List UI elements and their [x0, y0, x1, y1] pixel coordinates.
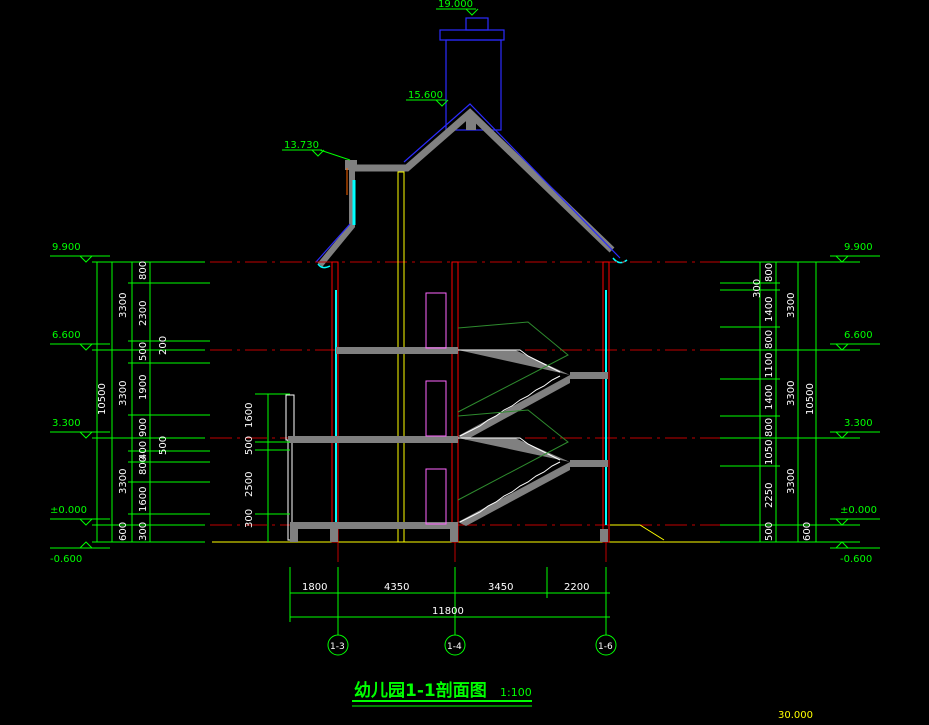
left-inner-800-top: 800: [138, 261, 149, 280]
right-dim-3300-b: 3300: [786, 381, 797, 406]
left-small-2500: 2500: [244, 472, 255, 497]
left-inner-800: 800: [138, 456, 149, 475]
walls: [285, 171, 610, 543]
stairs: [457, 321, 665, 541]
left-inner-1900: 1900: [138, 375, 149, 400]
bottom-total: 11800: [432, 606, 464, 617]
roof: [315, 103, 628, 269]
elev-top-13730: 13.730: [284, 140, 319, 151]
right-total: 10500: [805, 383, 816, 415]
elevation-markers: [50, 8, 880, 549]
elev-left-0000: ±0.000: [50, 505, 87, 516]
drawing-scale: 1:100: [500, 686, 532, 699]
corner-value: 30.000: [778, 710, 813, 721]
doors: [425, 292, 447, 525]
elev-left-minus-0600: -0.600: [50, 554, 82, 565]
left-dim-3300-a: 3300: [118, 469, 129, 494]
right-inner-500: 500: [764, 522, 775, 541]
right-inner-1100: 1100: [764, 353, 775, 378]
elev-right-minus-0600: -0.600: [840, 554, 872, 565]
left-inner-900: 900: [138, 418, 149, 437]
right-inner-1400-b: 1400: [764, 297, 775, 322]
left-dim-3300-b: 3300: [118, 381, 129, 406]
elev-right-9900: 9.900: [844, 242, 873, 253]
bottom-dim-4350: 4350: [384, 582, 409, 593]
elev-left-6600: 6.600: [52, 330, 81, 341]
right-dim-3300-a: 3300: [786, 469, 797, 494]
bottom-dim-1800: 1800: [302, 582, 327, 593]
floor-slabs: [288, 347, 608, 542]
left-inner-300: 300: [138, 522, 149, 541]
left-inner-400: 400: [138, 441, 149, 460]
left-small-300: 300: [244, 509, 255, 528]
axis-label-1-3: 1-3: [330, 642, 345, 652]
axis-bubbles: [327, 634, 617, 656]
right-inner-2250: 2250: [764, 483, 775, 508]
right-dimensions: [720, 261, 860, 543]
left-mid-200: 200: [158, 336, 169, 355]
right-inner-800-top: 800: [764, 263, 775, 282]
left-dim-3300-c: 3300: [118, 293, 129, 318]
elev-right-3300: 3.300: [844, 418, 873, 429]
left-inner-2300: 2300: [138, 301, 149, 326]
right-inner-1400: 1400: [764, 385, 775, 410]
right-inner-1050: 1050: [764, 440, 775, 465]
elev-right-0000: ±0.000: [840, 505, 877, 516]
labels: 19.000 15.600 13.730 9.900 6.600 3.300 ±…: [50, 0, 877, 721]
elev-top-19000: 19.000: [438, 0, 473, 10]
right-dim-600: 600: [802, 522, 813, 541]
elev-left-3300: 3.300: [52, 418, 81, 429]
bottom-dim-2200: 2200: [564, 582, 589, 593]
right-inner-300: 300: [752, 279, 763, 298]
elev-top-15600: 15.600: [408, 90, 443, 101]
left-small-500: 500: [244, 436, 255, 455]
bottom-dimensions: [289, 542, 610, 635]
left-small-1600: 1600: [244, 403, 255, 428]
left-dim-600: 600: [118, 522, 129, 541]
title-underline: [352, 700, 532, 707]
right-dim-3300-c: 3300: [786, 293, 797, 318]
left-inner-500: 500: [138, 342, 149, 361]
left-mid-500: 500: [158, 436, 169, 455]
elev-right-6600: 6.600: [844, 330, 873, 341]
elev-left-9900: 9.900: [52, 242, 81, 253]
bottom-dim-3450: 3450: [488, 582, 513, 593]
left-dimensions: [92, 261, 290, 543]
drawing-title: 幼儿园1-1剖面图: [354, 680, 487, 701]
left-inner-1600: 1600: [138, 487, 149, 512]
right-inner-800: 800: [764, 418, 775, 437]
axis-label-1-4: 1-4: [447, 642, 462, 652]
left-total: 10500: [97, 383, 108, 415]
right-inner-800-b: 800: [764, 330, 775, 349]
axis-label-1-6: 1-6: [598, 642, 613, 652]
